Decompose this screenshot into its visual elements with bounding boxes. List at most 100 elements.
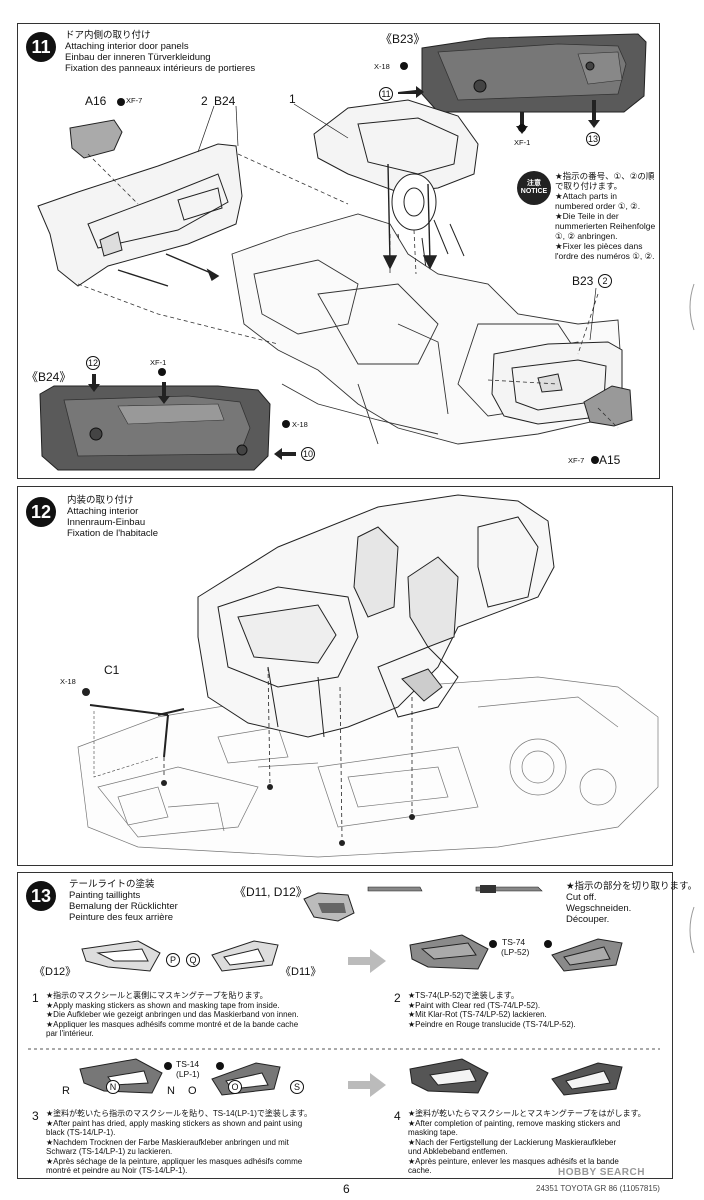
label-xf1-left: XF-1 bbox=[150, 358, 167, 367]
instruction-line: black (TS-14/LP-1). bbox=[46, 1128, 116, 1137]
step-13-illustration bbox=[28, 885, 660, 1097]
label-p: P bbox=[166, 953, 180, 967]
label-c1: C1 bbox=[104, 663, 120, 677]
title-fr: Fixation des panneaux intérieurs de port… bbox=[65, 63, 256, 74]
label-callout-2-right: 2 bbox=[598, 274, 612, 288]
label-d12: 《D12》 bbox=[34, 966, 77, 978]
cutoff-diagram bbox=[303, 885, 543, 922]
label-b24: B24 bbox=[214, 94, 236, 108]
instruction-line: ★TS-74(LP-52)で塗装します。 bbox=[408, 991, 519, 1000]
notice-line: で取り付けます。 bbox=[555, 181, 623, 191]
instruction-line: masking tape. bbox=[408, 1128, 458, 1137]
instruction-number: 3 bbox=[32, 1109, 39, 1123]
label-o-circle: O bbox=[228, 1080, 242, 1094]
instruction-3: ★塗料が乾いたら指示のマスクシールを貼り、TS-14(LP-1)で塗装します。 … bbox=[46, 1109, 346, 1176]
cutoff-line: Découper. bbox=[566, 914, 610, 925]
notice-line: ①, ② anbringen. bbox=[555, 231, 618, 241]
title-en: Attaching interior bbox=[67, 506, 139, 517]
step-title-block: 内装の取り付け Attaching interior Innenraum-Ein… bbox=[67, 495, 158, 539]
c1-brace bbox=[89, 704, 185, 758]
title-jp: テールライトの塗装 bbox=[69, 879, 155, 890]
leader-lines bbox=[197, 103, 597, 341]
title-de: Einbau der inneren Türverkleidung bbox=[65, 52, 211, 63]
instruction-number: 1 bbox=[32, 991, 39, 1005]
label-b23-right: B23 bbox=[572, 274, 594, 288]
step-12-panel: 12 内装の取り付け Attaching interior Innenraum-… bbox=[17, 486, 673, 866]
step-12-illustration bbox=[77, 494, 659, 858]
part-dot-icon bbox=[591, 456, 599, 464]
label-callout-11: 11 bbox=[379, 87, 393, 101]
part-dot-icon bbox=[282, 420, 290, 428]
instruction-line: ★Nach der Fertigstellung der Lackierung … bbox=[408, 1137, 617, 1147]
instruction-line: montré et peindre au Noir (TS-14/LP-1). bbox=[46, 1166, 188, 1175]
step-number-badge: 11 bbox=[26, 32, 56, 62]
label-n: N bbox=[106, 1080, 120, 1094]
instruction-line: ★Après peinture, enlever les masques adh… bbox=[408, 1156, 619, 1166]
cutoff-line: Wegschneiden. bbox=[566, 903, 632, 914]
title-fr: Fixation de l'habitacle bbox=[67, 528, 159, 539]
process-arrow-icon bbox=[348, 949, 386, 1097]
label-a15: A15 bbox=[599, 453, 621, 467]
title-de: Bemalung der Rücklichter bbox=[69, 901, 178, 912]
label-a16: A16 bbox=[85, 94, 107, 108]
label-d11: 《D11》 bbox=[280, 966, 322, 978]
title-de: Innenraum-Einbau bbox=[67, 517, 146, 528]
label-x18: X-18 bbox=[60, 677, 76, 686]
step-number-badge: 13 bbox=[26, 881, 56, 911]
margin-bracket-icon bbox=[689, 906, 695, 954]
instruction-1: ★指示のマスクシールと裏側にマスキングテープを貼ります。 ★Apply mask… bbox=[46, 991, 346, 1039]
a16-part bbox=[69, 119, 123, 159]
title-en: Painting taillights bbox=[69, 890, 141, 901]
step-11-illustration bbox=[37, 33, 647, 471]
taillights-step2 bbox=[409, 934, 623, 972]
b24-inset-panel bbox=[39, 385, 271, 471]
label-callout-13: 13 bbox=[586, 132, 600, 146]
notice-text: ★指示の番号、①、②の順 で取り付けます。 ★Attach parts in n… bbox=[555, 171, 675, 261]
paint-dots bbox=[164, 940, 552, 1070]
notice-badge: 注意 NOTICE bbox=[517, 171, 551, 205]
instruction-line: cache. bbox=[408, 1166, 432, 1175]
label-b23-inset: 《B23》 bbox=[380, 32, 426, 46]
instruction-line: par l'intérieur. bbox=[46, 1029, 94, 1038]
step-11-panel: 11 ドア内側の取り付け Attaching interior door pan… bbox=[17, 23, 660, 479]
instruction-4: ★塗料が乾いたらマスクシールとマスキングテープをはがします。 ★After co… bbox=[408, 1109, 704, 1176]
taillights-step1 bbox=[81, 940, 279, 972]
label-xf1-top: XF-1 bbox=[514, 138, 531, 147]
left-door-panel bbox=[37, 143, 243, 287]
title-fr: Peinture des feux arrière bbox=[69, 912, 174, 923]
label-q: Q bbox=[186, 953, 200, 967]
chassis-lineart bbox=[77, 676, 659, 858]
notice-line: numbered order ①, ②. bbox=[555, 201, 641, 211]
title-jp: ドア内側の取り付け bbox=[65, 30, 151, 41]
step-number-badge: 12 bbox=[26, 497, 56, 527]
assembly-guides bbox=[77, 153, 619, 429]
instruction-line: ★Mit Klar-Rot (TS-74/LP-52) lackieren. bbox=[408, 1010, 547, 1019]
label-r: R bbox=[62, 1085, 70, 1097]
label-step2: 2 bbox=[201, 94, 208, 108]
instruction-number: 2 bbox=[394, 991, 401, 1005]
instruction-line: ★指示のマスクシールと裏側にマスキングテープを貼ります。 bbox=[46, 991, 268, 1000]
dashboard-part bbox=[313, 99, 479, 269]
watermark: HOBBY SEARCH bbox=[558, 1167, 645, 1178]
notice-line: ★Attach parts in bbox=[555, 191, 617, 201]
label-o: O bbox=[188, 1085, 197, 1097]
notice-badge-en: NOTICE bbox=[520, 188, 548, 195]
label-callout-10: 10 bbox=[301, 447, 315, 461]
label-x18-top: X-18 bbox=[374, 62, 390, 71]
notice-line: ★Die Teile in der bbox=[555, 211, 619, 221]
notice-line: ★Fixer les pièces dans bbox=[555, 241, 643, 251]
step-13-panel: 13 テールライトの塗装 Painting taillights Bemalun… bbox=[17, 872, 697, 1179]
label-x18-left: X-18 bbox=[292, 420, 308, 429]
notice-line: l'ordre des numéros ①, ②. bbox=[555, 251, 655, 261]
instruction-line: ★After paint has dried, apply masking st… bbox=[46, 1118, 303, 1128]
label-xf7-right: XF-7 bbox=[568, 456, 585, 465]
instruction-line: ★Peindre en Rouge translucide (TS-74/LP-… bbox=[408, 1019, 576, 1029]
cutoff-line: ★指示の部分を切り取ります。 bbox=[566, 881, 698, 892]
instruction-line: ★Apply masking stickers as shown and mas… bbox=[46, 1000, 280, 1010]
cutoff-note: ★指示の部分を切り取ります。 Cut off. Wegschneiden. Dé… bbox=[566, 881, 697, 925]
c1-guide bbox=[93, 711, 159, 778]
notice-badge-jp: 注意 bbox=[527, 180, 541, 187]
label-lp1: (LP-1) bbox=[176, 1069, 200, 1079]
label-xf7-left: XF-7 bbox=[126, 96, 143, 105]
step-title-block: ドア内側の取り付け Attaching interior door panels… bbox=[65, 30, 255, 74]
